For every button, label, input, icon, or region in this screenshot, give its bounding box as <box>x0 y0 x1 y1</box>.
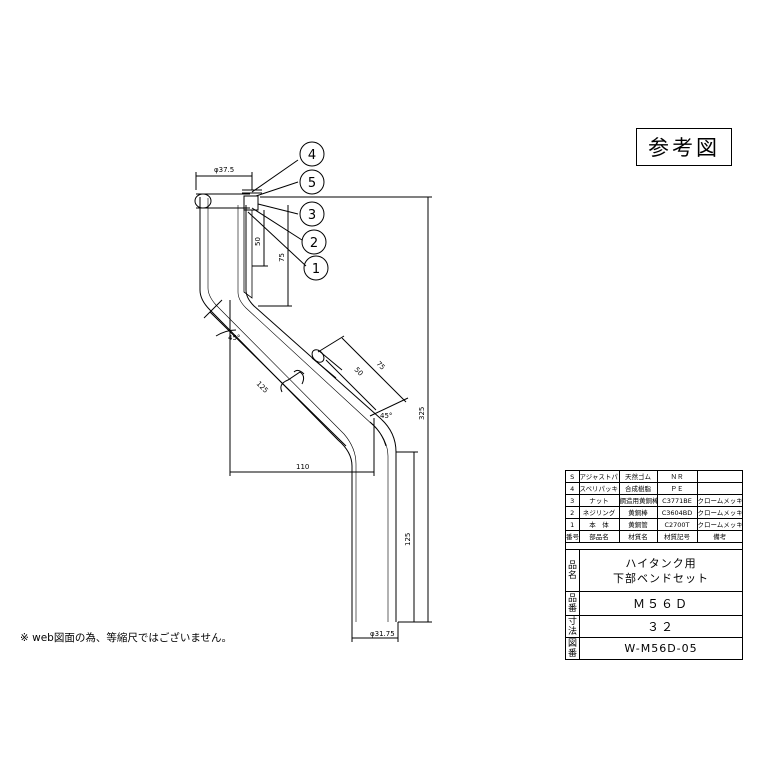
size-row: 寸法 ３２ <box>566 615 742 637</box>
scale-note: ※ web図面の為、等縮尺ではございません。 <box>20 632 233 644</box>
dim-d-top: φ37.5 <box>214 166 234 174</box>
part-name: ネジリング <box>578 506 620 519</box>
part-code: ＰＥ <box>656 482 698 495</box>
dim-50-diag: 50 <box>353 366 365 378</box>
table-row: 2 ネジリング 黄銅棒 C3604BD クロームメッキ <box>566 506 742 519</box>
parts-table: S アジャストパッキン 天然ゴム ＮＲ 4 スベリパッキン 合成樹脂 ＰＥ 3 … <box>566 471 742 543</box>
part-no: 4 <box>566 482 580 495</box>
part-code: C3771BE <box>656 494 698 507</box>
number-row: 品番 Ｍ５６Ｄ <box>566 591 742 615</box>
part-code: C2700T <box>656 518 698 531</box>
part-note: クロームメッキ <box>696 506 742 519</box>
balloon-2 <box>301 229 327 255</box>
size-value: ３２ <box>646 620 675 634</box>
part-note: クロームメッキ <box>696 494 742 507</box>
dim-d-bottom: φ31.75 <box>370 630 395 638</box>
balloon-label: 1 <box>312 262 320 277</box>
pipe-outline-left-inner <box>207 198 357 622</box>
balloon-4 <box>299 141 325 167</box>
dim-angle-lower: 45° <box>380 412 392 420</box>
part-material: 黄銅棒 <box>618 506 658 519</box>
drawing-label: 図番 <box>566 638 580 659</box>
header-name: 部品名 <box>578 530 620 543</box>
reference-label: 参考図 <box>648 136 720 160</box>
dim-angle-upper: 45° <box>228 334 240 342</box>
part-no: 1 <box>566 518 580 531</box>
dim-75-diag: 75 <box>375 360 387 372</box>
balloon-label: 2 <box>310 236 318 251</box>
pipe-outline-right <box>245 205 397 622</box>
part-material: 天然ゴム <box>618 471 658 483</box>
part-name: アジャストパッキン <box>578 471 620 483</box>
size-label: 寸法 <box>566 616 580 637</box>
part-code: C3604BD <box>656 506 698 519</box>
part-note <box>696 482 742 495</box>
diag-ellipse <box>311 349 325 363</box>
part-no: 2 <box>566 506 580 519</box>
title-block: S アジャストパッキン 天然ゴム ＮＲ 4 スベリパッキン 合成樹脂 ＰＥ 3 … <box>565 470 743 660</box>
table-row: S アジャストパッキン 天然ゴム ＮＲ <box>566 471 742 483</box>
dim-horiz-110: 110 <box>296 463 309 471</box>
dim-125-diag: 125 <box>255 380 270 395</box>
dim-h50-top: 50 <box>254 237 262 246</box>
dim-h75-top: 75 <box>278 253 286 262</box>
part-note <box>696 471 742 483</box>
header-no: 番号 <box>566 530 580 543</box>
name-value: ハイタンク用 下部ベンドセット <box>613 556 709 585</box>
balloon-1 <box>303 255 329 281</box>
table-row: 4 スベリパッキン 合成樹脂 ＰＥ <box>566 482 742 495</box>
balloon-label: 3 <box>308 208 316 223</box>
dim-total-325: 325 <box>418 407 426 420</box>
balloon-3 <box>299 201 325 227</box>
part-note: クロームメッキ <box>696 518 742 531</box>
name-label: 品名 <box>566 550 580 591</box>
part-no: 3 <box>566 494 580 507</box>
part-no: S <box>566 471 580 483</box>
header-note: 備考 <box>696 530 742 543</box>
part-name: スベリパッキン <box>578 482 620 495</box>
pipe-outline-left <box>199 197 353 622</box>
header-material: 材質名 <box>618 530 658 543</box>
part-code: ＮＲ <box>656 471 698 483</box>
part-material: 鋼造用黄銅棒 <box>618 494 658 507</box>
part-name: 本 体 <box>578 518 620 531</box>
table-row: 3 ナット 鋼造用黄銅棒 C3771BE クロームメッキ <box>566 494 742 507</box>
balloon-5 <box>299 169 325 195</box>
header-code: 材質記号 <box>656 530 698 543</box>
number-value: Ｍ５６Ｄ <box>632 597 689 611</box>
drawing-value: W-M56D-05 <box>624 642 698 655</box>
nut <box>243 195 259 211</box>
part-name: ナット <box>578 494 620 507</box>
number-label: 品番 <box>566 592 580 615</box>
part-material: 合成樹脂 <box>618 482 658 495</box>
reference-label-box: 参考図 <box>636 128 732 166</box>
dim-v125-bottom: 125 <box>404 533 412 546</box>
top-end-ellipse <box>194 193 212 209</box>
part-material: 黄銅管 <box>618 518 658 531</box>
table-header-row: 番号 部品名 材質名 材質記号 備考 <box>566 530 742 543</box>
pipe-outline-right-inner <box>237 205 389 622</box>
balloon-label: 4 <box>308 148 316 163</box>
name-row: 品名 ハイタンク用 下部ベンドセット <box>566 549 742 591</box>
drawing-row: 図番 W-M56D-05 <box>566 637 742 659</box>
balloon-label: 5 <box>308 176 316 191</box>
table-row: 1 本 体 黄銅管 C2700T クロームメッキ <box>566 518 742 531</box>
